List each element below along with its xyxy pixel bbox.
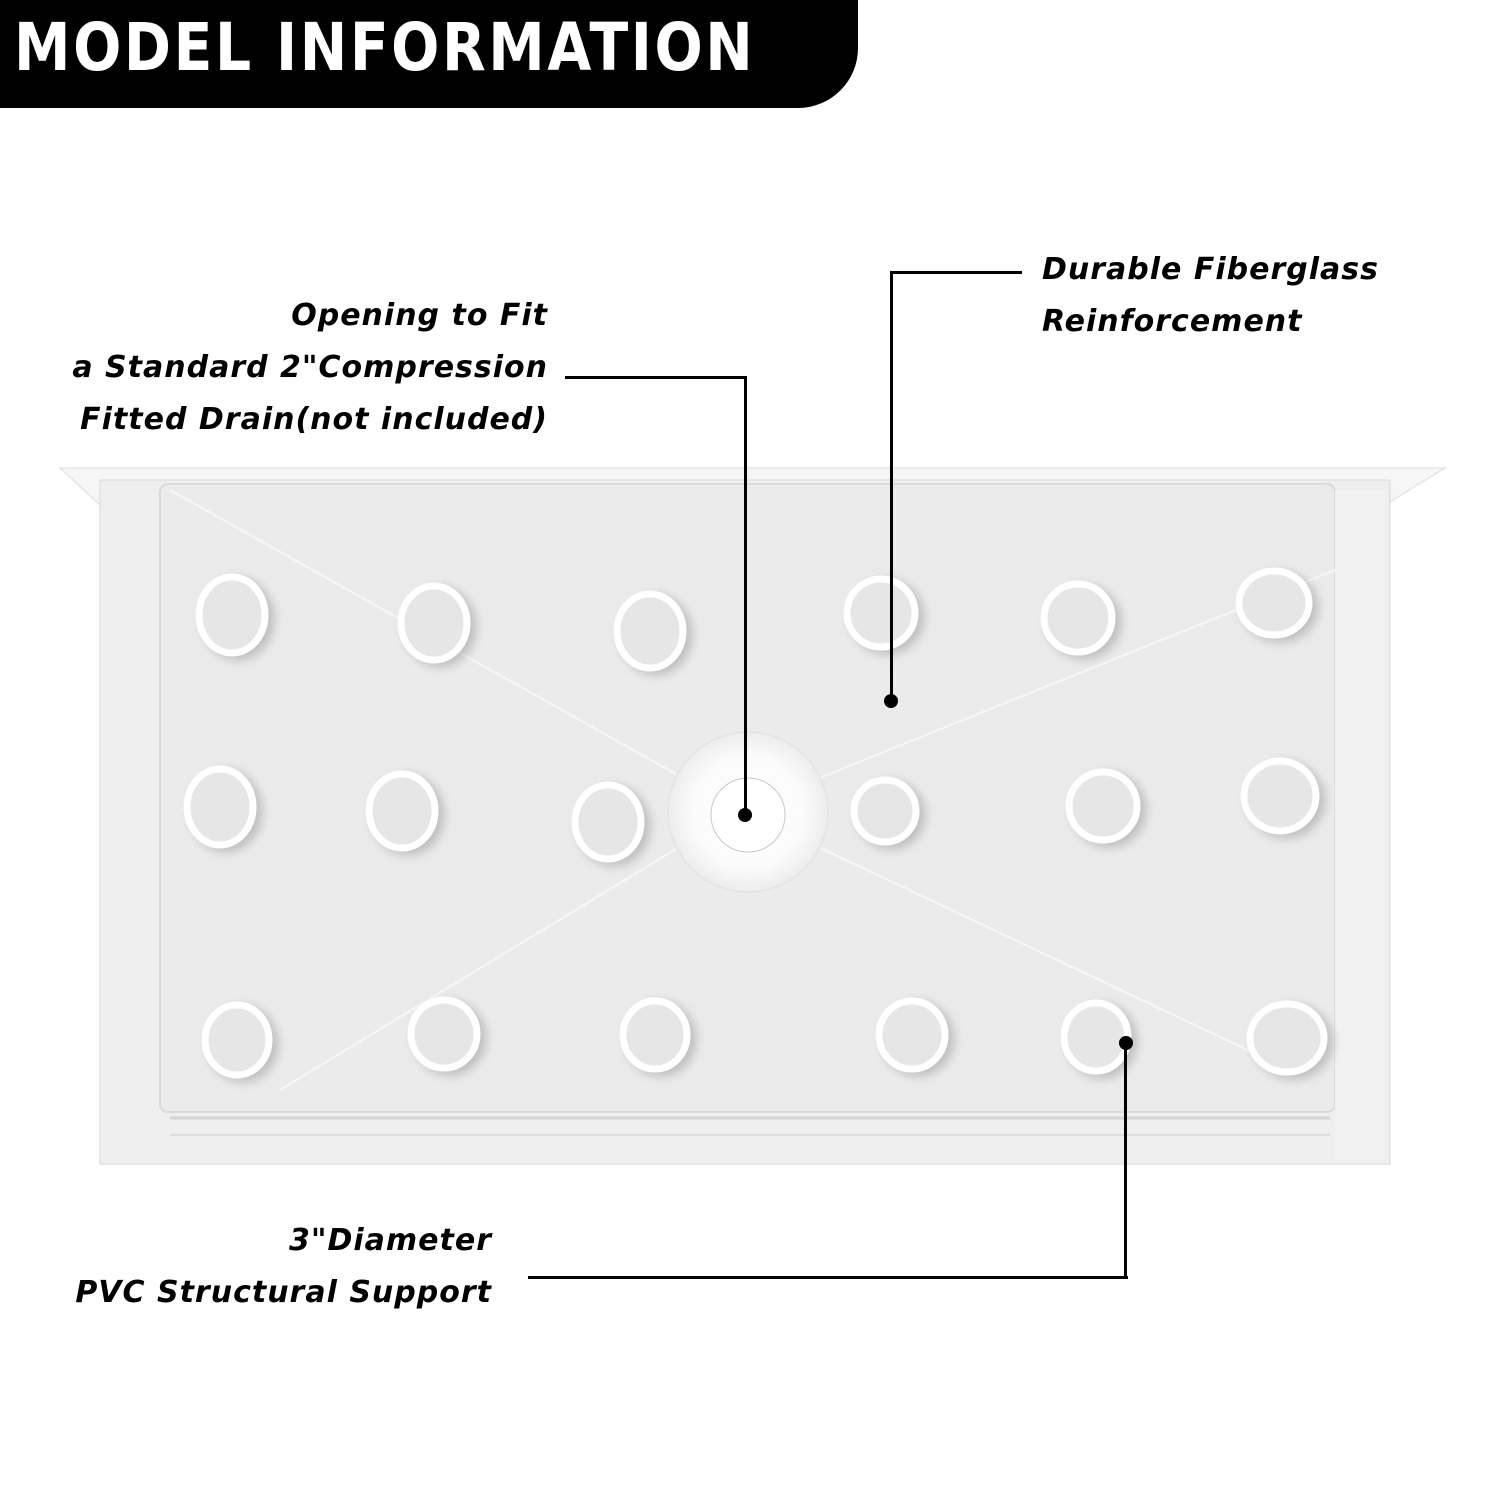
callout-pvc-support: 3"Diameter PVC Structural Support [75, 1215, 492, 1319]
callout-pvc-line-1: 3"Diameter [288, 1223, 492, 1258]
page-title: MODEL INFORMATION [14, 9, 756, 86]
leader-line-fiberglass-horizontal [890, 271, 1022, 274]
header-banner: MODEL INFORMATION [0, 0, 858, 108]
callout-fiberglass-line-2: Reinforcement [1042, 304, 1303, 339]
pvc-support-rings [183, 567, 1328, 1079]
leader-line-fiberglass-vertical [890, 271, 893, 701]
callout-drain-line-3: Fitted Drain(not included) [80, 402, 548, 437]
leader-line-pvc-horizontal [528, 1276, 1128, 1279]
leader-dot-drain [738, 808, 752, 822]
callout-fiberglass-line-1: Durable Fiberglass [1042, 252, 1379, 287]
leader-dot-pvc [1119, 1036, 1133, 1050]
callout-drain-line-1: Opening to Fit [291, 298, 548, 333]
leader-line-drain-horizontal [565, 376, 747, 379]
callout-drain-opening: Opening to Fit a Standard 2"Compression … [72, 290, 548, 446]
leader-dot-fiberglass [884, 694, 898, 708]
leader-line-drain-vertical [744, 376, 747, 816]
callout-fiberglass: Durable Fiberglass Reinforcement [1042, 244, 1379, 348]
callout-drain-line-2: a Standard 2"Compression [72, 350, 548, 385]
callout-pvc-line-2: PVC Structural Support [75, 1275, 492, 1310]
leader-line-pvc-vertical [1124, 1043, 1127, 1278]
